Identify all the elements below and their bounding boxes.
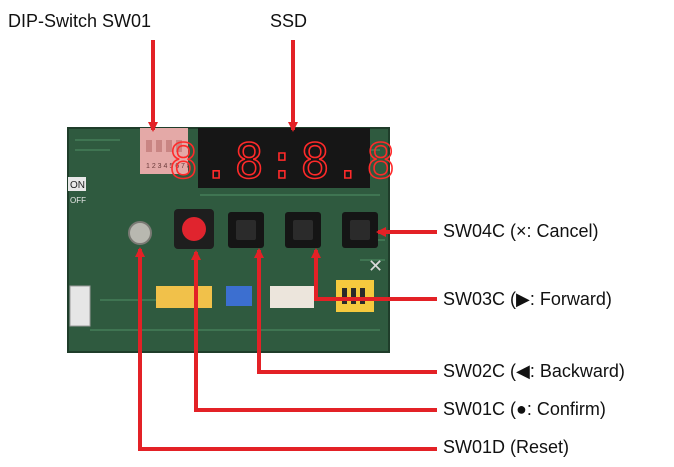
on-label: ON [70, 180, 85, 191]
ssd-digits: 8.8:8.8 [169, 134, 399, 190]
off-label: OFF [70, 196, 86, 205]
white-connector-right [270, 286, 314, 308]
blue-connector [226, 286, 252, 306]
sw01d-reset-button[interactable] [129, 222, 151, 244]
cancel-x-mark: ✕ [368, 256, 383, 277]
white-connector-left [70, 286, 90, 326]
sw01c-confirm-button[interactable] [182, 217, 206, 241]
yellow-connector [156, 286, 212, 308]
pcb-board: ON OFF 1 2 3 4 5 6 7 8 8.8:8.8 ✕ [68, 128, 399, 352]
